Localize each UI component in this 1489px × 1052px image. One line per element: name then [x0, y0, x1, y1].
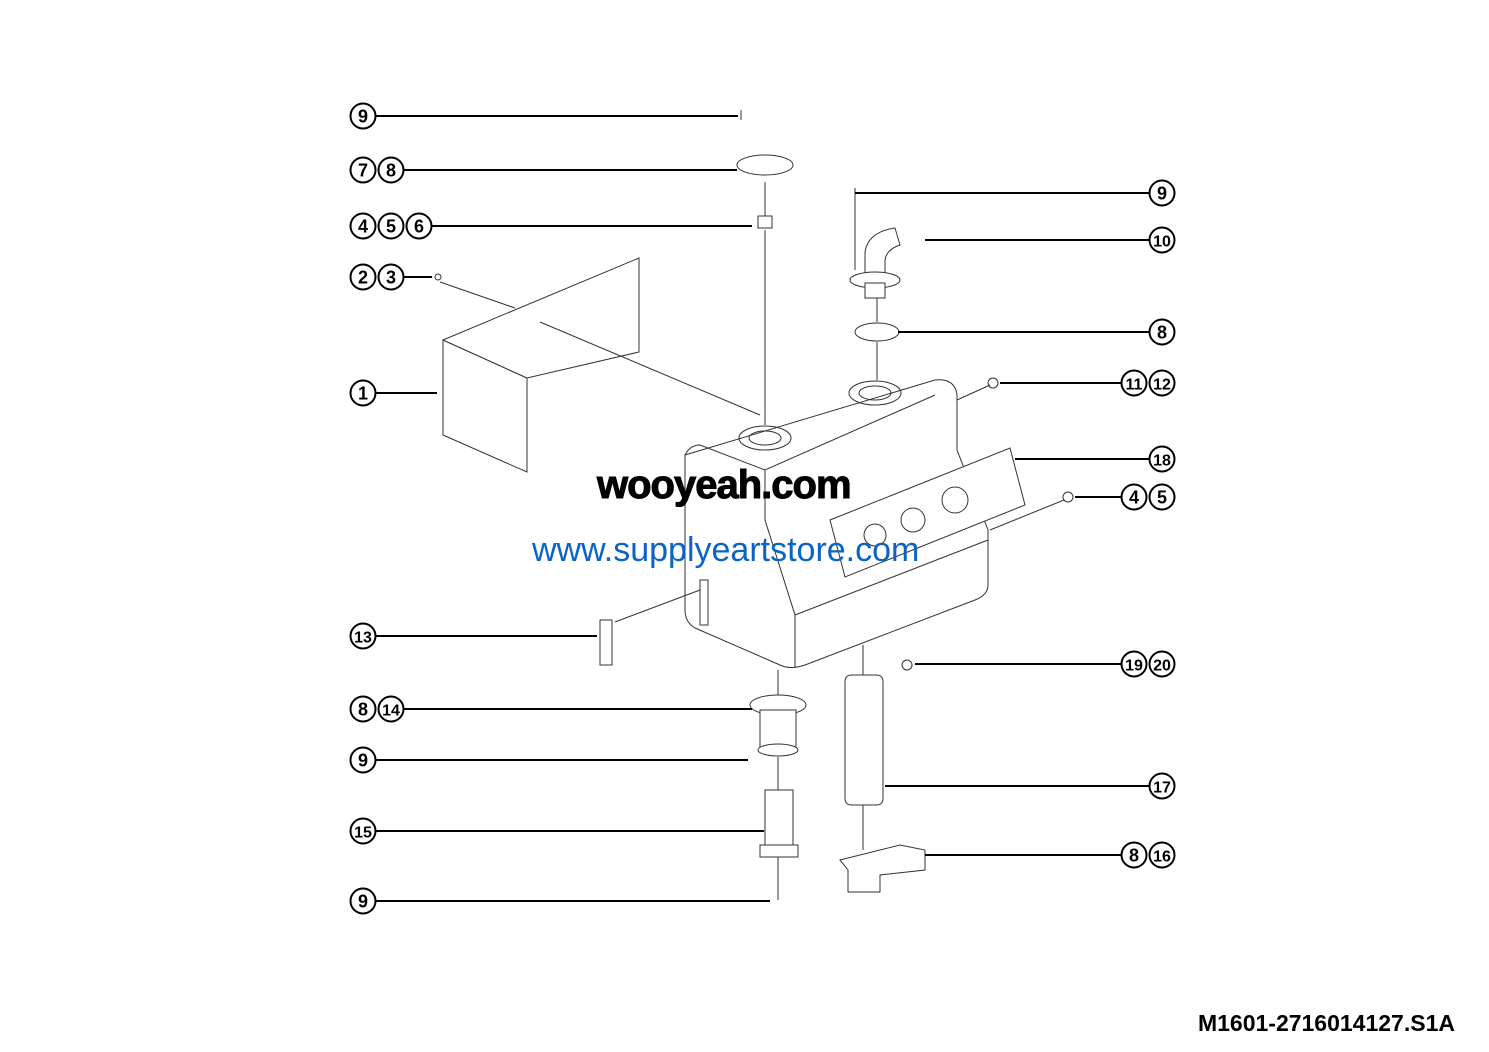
callout-number: 9: [358, 892, 368, 912]
callout-circle: [349, 746, 377, 774]
callout-number: 5: [386, 217, 396, 237]
callout-number: 10: [1153, 234, 1171, 251]
callout-18: 18: [1015, 445, 1176, 473]
callout-circle: [349, 212, 377, 240]
callout-15: 15: [349, 817, 764, 845]
tank-drawing: [434, 110, 1074, 900]
callout-9: 9: [855, 179, 1176, 207]
callout-circle: [349, 622, 377, 650]
callout-9: 9: [349, 887, 770, 915]
callout-circle: [377, 695, 405, 723]
callout-circle: [1148, 772, 1176, 800]
callout-9: 9: [349, 102, 738, 130]
elbow-pipe: [864, 227, 901, 276]
callout-number: 17: [1153, 780, 1171, 797]
callout-11-12: 11 12: [1000, 369, 1176, 397]
watermark-wooyeah: wooyeah.com: [597, 463, 853, 508]
callout-circle: [1148, 841, 1176, 869]
callout-circle: [349, 379, 377, 407]
callout-number: 18: [1153, 453, 1171, 470]
callout-circle: [1148, 179, 1176, 207]
callout-number: 2: [358, 268, 368, 288]
callout-circle: [1148, 483, 1176, 511]
callout-circle: [1148, 650, 1176, 678]
callout-circle: [349, 156, 377, 184]
callout-number: 14: [382, 703, 400, 720]
callout-circle: [349, 695, 377, 723]
callout-13: 13: [349, 622, 597, 650]
callout-number: 8: [358, 700, 368, 720]
tank-port-right: [848, 380, 902, 406]
callout-circle: [405, 212, 433, 240]
callout-1: 1: [349, 379, 437, 407]
filter-element: [844, 674, 884, 806]
outlet-elbow: [839, 844, 926, 893]
callout-circle: [1120, 369, 1148, 397]
gauge-panel: [829, 447, 1026, 578]
callout-circle: [349, 817, 377, 845]
callout-circle: [1148, 318, 1176, 346]
callout-number: 9: [358, 751, 368, 771]
drawing-code: M1601-2716014127.S1A: [1197, 1010, 1455, 1036]
callout-number: 7: [358, 161, 368, 181]
callout-number: 19: [1125, 658, 1143, 675]
tank-port-left: [738, 425, 792, 451]
callout-number: 1: [358, 384, 368, 404]
callout-number: 4: [1129, 488, 1139, 508]
callout-number: 12: [1153, 377, 1171, 394]
top-flange: [736, 154, 794, 176]
callout-circle: [349, 263, 377, 291]
callout-circle: [377, 156, 405, 184]
callout-number: 5: [1157, 488, 1167, 508]
callout-circle: [1120, 841, 1148, 869]
callout-8-14: 8 14: [349, 695, 752, 723]
callout-circle: [349, 102, 377, 130]
callout-number: 11: [1126, 377, 1143, 394]
callout-number: 16: [1153, 849, 1171, 866]
cover-plate-top: [441, 257, 640, 379]
callout-number: 20: [1153, 658, 1171, 675]
callout-number: 6: [414, 217, 424, 237]
callout-10: 10: [925, 226, 1176, 254]
callout-circle: [377, 212, 405, 240]
watermark-store: www.supplyeartstore.com: [532, 531, 920, 569]
callout-circle: [377, 263, 405, 291]
callout-number: 8: [1157, 323, 1167, 343]
callout-circle: [1148, 226, 1176, 254]
callout-number: 9: [358, 107, 368, 127]
callout-number: 8: [386, 161, 396, 181]
callout-number: 3: [386, 268, 396, 288]
callout-number: 15: [354, 825, 372, 842]
sight-glass: [599, 619, 613, 666]
callout-8-16: 8 16: [925, 841, 1176, 869]
callout-number: 9: [1157, 184, 1167, 204]
callout-circle: [1120, 483, 1148, 511]
callout-circle: [1148, 369, 1176, 397]
callout-circle: [1148, 445, 1176, 473]
callout-9: 9: [349, 746, 748, 774]
callout-number: 4: [358, 217, 368, 237]
callout-number: 13: [354, 630, 372, 647]
callout-8: 8: [898, 318, 1176, 346]
strainer: [764, 789, 794, 846]
callout-circle: [1120, 650, 1148, 678]
callout-number: 8: [1129, 846, 1139, 866]
gasket: [854, 322, 900, 342]
callout-17: 17: [885, 772, 1176, 800]
callout-circle: [349, 887, 377, 915]
